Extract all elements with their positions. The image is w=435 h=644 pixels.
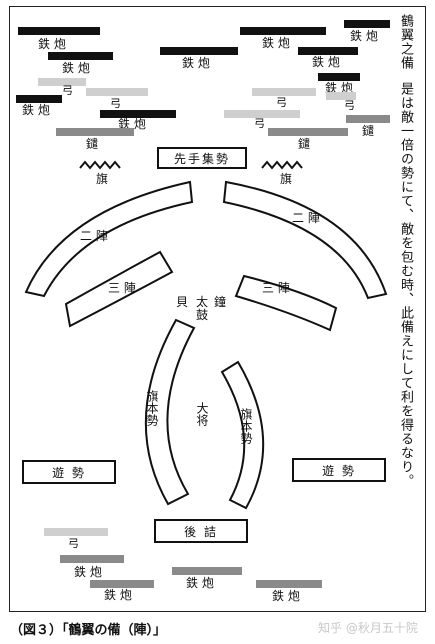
san-jin-left-arc	[64, 250, 174, 328]
yumi-label: 弓	[344, 99, 355, 112]
san-jin-label: 三 陣	[108, 281, 136, 295]
teppo-label: 鉄 炮	[272, 589, 300, 603]
yumi-bar	[86, 88, 148, 96]
yari-label: 鑓	[362, 124, 375, 138]
teppo-label: 鉄 炮	[312, 55, 340, 69]
teppo-label: 鉄 炮	[62, 61, 90, 75]
teppo-label: 鉄 炮	[182, 56, 210, 70]
teppo-bar	[172, 567, 242, 575]
teppo-bar	[48, 52, 113, 60]
teppo-bar	[90, 580, 154, 588]
ni-jin-right-arc	[222, 180, 388, 300]
yumi-label: 弓	[276, 96, 287, 109]
teppo-label: 鉄 炮	[350, 29, 378, 43]
hatamoto-left-arc	[144, 318, 196, 506]
teppo-bar	[240, 27, 326, 35]
yumi-label: 弓	[110, 97, 121, 110]
teppo-label: 鉄 炮	[186, 576, 214, 590]
yumi-bar	[224, 110, 300, 118]
teppo-label: 鉄 炮	[118, 117, 146, 131]
yari-label: 鑓	[86, 137, 99, 151]
figure-caption: （図３）「鶴翼の備（陣）」	[10, 623, 167, 638]
ni-jin-label: 二 陣	[292, 211, 320, 225]
yumi-bar	[326, 92, 356, 100]
yumi-bar	[252, 88, 316, 96]
yuzei-box-left: 遊 勢	[22, 460, 116, 484]
ni-jin-label: 二 陣	[80, 229, 108, 243]
teppo-label: 鉄 炮	[38, 37, 66, 51]
hatamoto-right-arc	[220, 360, 265, 510]
flag-zigzag-right	[261, 160, 303, 170]
yumi-label: 弓	[68, 537, 79, 550]
kai-label: 貝	[176, 295, 189, 309]
kane-label: 鐘	[214, 295, 227, 309]
yumi-label: 弓	[254, 117, 265, 130]
san-jin-label: 三 陣	[262, 281, 290, 295]
tsuzumi-label: 鼓	[196, 308, 209, 322]
teppo-bar	[18, 27, 100, 35]
sente-box: 先手集勢	[157, 147, 247, 169]
teppo-bar	[100, 110, 176, 118]
yumi-bar	[44, 528, 108, 536]
teppo-bar	[298, 47, 358, 55]
yari-label: 鑓	[298, 137, 311, 151]
yuzei-box-right: 遊 勢	[292, 458, 386, 482]
teppo-bar	[16, 95, 62, 103]
teppo-bar	[344, 20, 390, 28]
taiko-label: 太	[196, 295, 209, 309]
yari-bar	[56, 128, 134, 136]
figure-frame	[9, 6, 426, 612]
yumi-bar	[38, 78, 86, 86]
teppo-label: 鉄 炮	[22, 103, 50, 117]
teppo-label: 鉄 炮	[104, 588, 132, 602]
hata-label: 旗	[96, 172, 109, 186]
yari-bar	[346, 115, 390, 123]
yumi-label: 弓	[62, 84, 73, 97]
flag-zigzag-left	[79, 160, 121, 170]
teppo-label: 鉄 炮	[262, 36, 290, 50]
hatamoto-label: 旗本勢	[239, 408, 253, 444]
ni-jin-left-arc	[24, 180, 194, 298]
taisho-label: 大将	[195, 402, 209, 426]
teppo-bar	[60, 555, 124, 563]
hata-label: 旗	[280, 172, 293, 186]
teppo-bar	[318, 73, 360, 81]
hatamoto-label: 旗本勢	[145, 390, 159, 426]
watermark: 知乎 @秋月五十院	[318, 621, 418, 635]
san-jin-right-arc	[234, 274, 338, 332]
side-title: 鶴翼之備	[398, 14, 413, 70]
gozume-box: 後 詰	[154, 519, 248, 543]
teppo-label: 鉄 炮	[74, 565, 102, 579]
yari-bar	[268, 128, 348, 136]
teppo-label: 鉄 炮	[325, 81, 353, 95]
side-body: 是は敵一倍の勢にて、敵を包む時、此備えにして利を得るなり。	[398, 82, 413, 488]
teppo-bar	[160, 47, 238, 55]
teppo-bar	[256, 580, 322, 588]
